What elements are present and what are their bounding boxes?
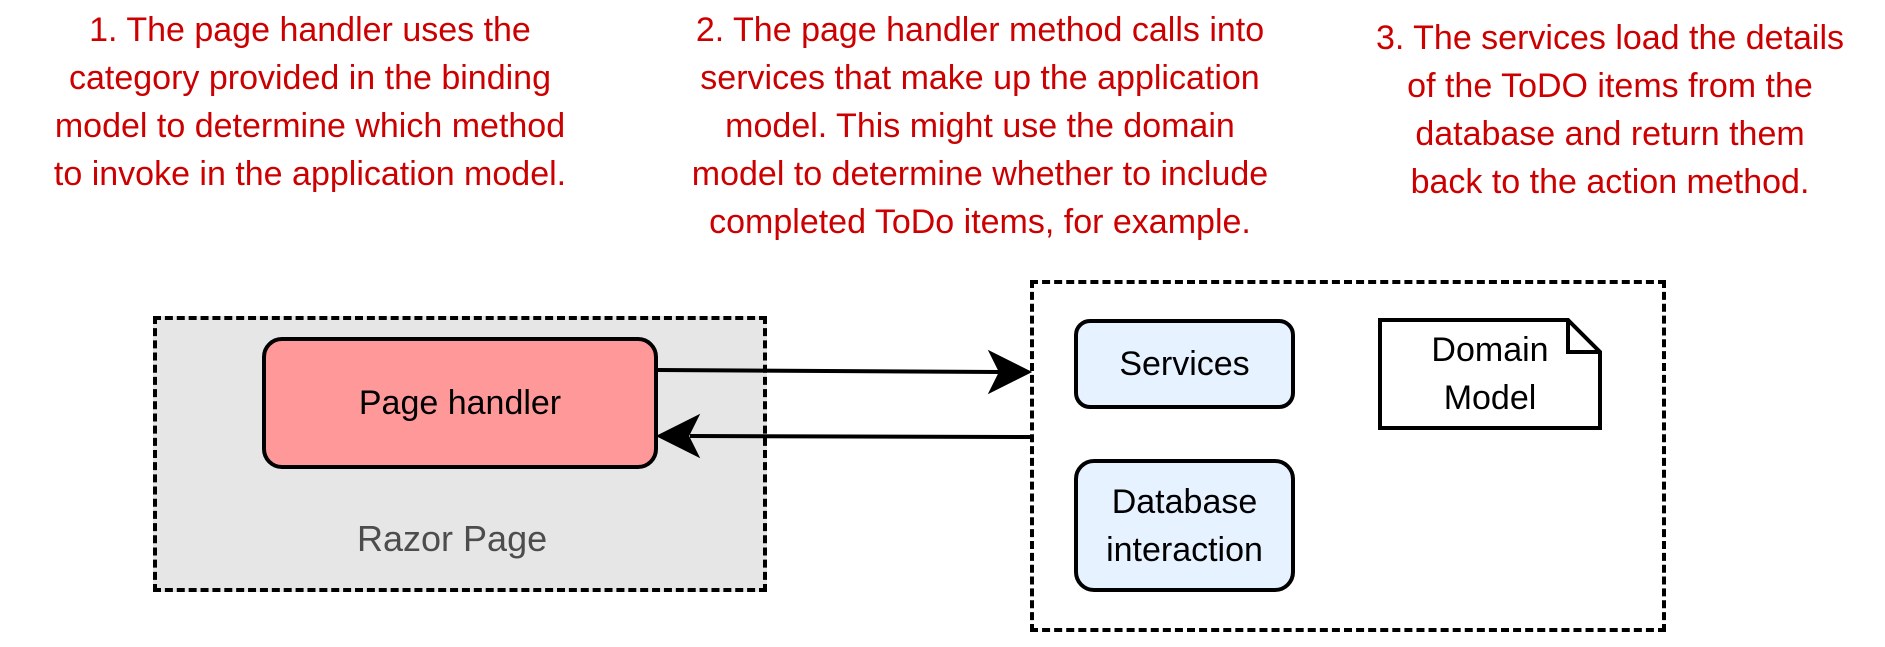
domain-model-box: Domain Model bbox=[1378, 318, 1602, 430]
services-box: Services bbox=[1074, 319, 1295, 409]
request-arrow-head-icon bbox=[987, 349, 1033, 395]
database-interaction-box: Database interaction bbox=[1074, 459, 1295, 592]
response-arrow-line bbox=[689, 434, 1031, 439]
page-handler-box: Page handler bbox=[262, 337, 658, 469]
request-arrow-line bbox=[657, 368, 1001, 374]
annotation-note-2: 2. The page handler method calls into se… bbox=[691, 11, 1269, 241]
domain-model-label: Domain Model bbox=[1431, 331, 1549, 417]
document-shape-icon bbox=[1378, 318, 1602, 430]
razor-page-label: Razor Page bbox=[357, 518, 548, 559]
annotation-note-1: 1. The page handler uses the category pr… bbox=[53, 11, 567, 193]
response-arrow-head-icon bbox=[655, 413, 701, 459]
annotation-note-3: 3. The services load the details of the … bbox=[1375, 19, 1845, 201]
